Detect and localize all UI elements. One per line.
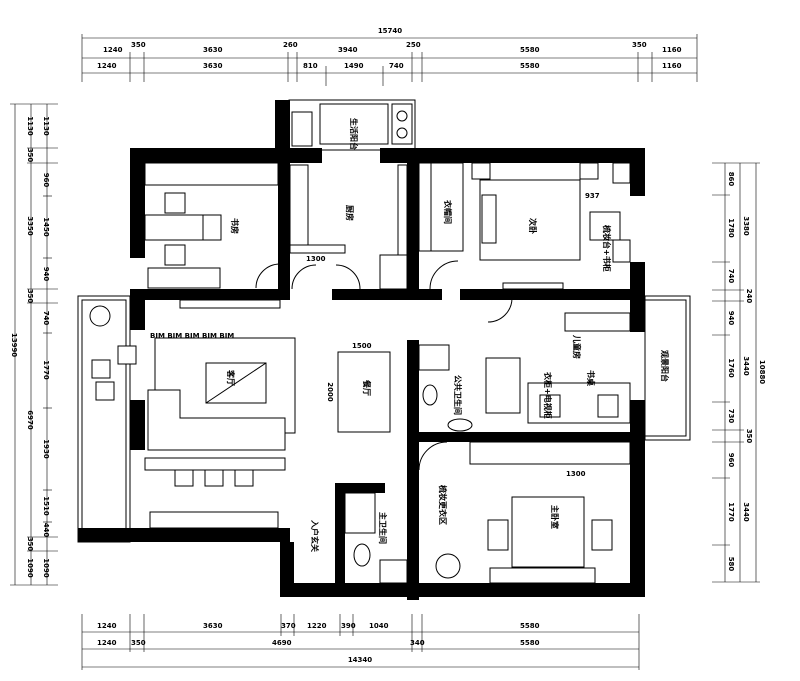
room-kitchen: 厨房: [345, 205, 355, 221]
bed-dim: 937: [585, 192, 600, 200]
dim-label: 1450: [42, 217, 50, 237]
dim-label: 1780: [727, 218, 735, 238]
walls: [78, 100, 645, 600]
dim-label: 3630: [203, 622, 223, 630]
room-service-balcony: 生活阳台: [349, 118, 359, 150]
master-dim: 1300: [566, 470, 586, 478]
dim-label: 960: [727, 453, 735, 468]
dim-label: 1770: [727, 502, 735, 522]
dim-label: 370: [281, 622, 296, 630]
master-note: 衣柜+电视柜: [543, 372, 553, 419]
dim-label: 1160: [662, 62, 682, 70]
room-living: 客厅: [226, 369, 236, 386]
dim-label: 1090: [42, 558, 50, 578]
room-public-bath: 公共卫生间: [453, 375, 463, 415]
dim-label: 1760: [727, 358, 735, 378]
kitchen-door-dim: 1300: [306, 255, 326, 263]
dim-label: 5580: [520, 622, 540, 630]
dim-label: 960: [42, 173, 50, 188]
dim-label: 350: [26, 537, 34, 552]
left-dimensions: 13990 1130 350 3350 350 6970 350 1090 11…: [10, 103, 58, 586]
room-cloakroom: 衣帽间: [443, 200, 453, 224]
dim-label: 240: [745, 289, 753, 304]
dim-label: 350: [632, 41, 647, 49]
dim-label: 1240: [103, 46, 123, 54]
dim-label: 1240: [97, 62, 117, 70]
dim-label: 1130: [42, 116, 50, 136]
right-dimensions: 860 1780 740 940 1760 730 960 1770 580 3…: [712, 162, 766, 583]
dim-label: 3630: [203, 62, 223, 70]
second-bedroom-note: 梳妆台+书柜: [602, 224, 612, 272]
dim-label: 3440: [742, 356, 750, 376]
dim-label: 940: [727, 311, 735, 326]
dim-label: 350: [26, 148, 34, 163]
room-scenic-balcony: 观景阳台: [660, 350, 670, 382]
dim-label: 350: [131, 41, 146, 49]
dim-label: 390: [341, 622, 356, 630]
dim-label: 3380: [742, 216, 750, 236]
room-master-bath: 主卫生间: [378, 512, 388, 544]
dim-label: 1770: [42, 360, 50, 380]
dim-label: 940: [42, 267, 50, 282]
dim-label: 1040: [369, 622, 389, 630]
room-entry: 入户玄关: [310, 519, 320, 552]
dim-label: 730: [727, 409, 735, 424]
dim-label: 6970: [26, 410, 34, 430]
dim-label: 740: [727, 269, 735, 284]
top-dimensions: 15740 1240 350 3630 260 3940 250 5580 35…: [81, 27, 698, 86]
room-dressing: 梳妆更衣区: [438, 484, 448, 525]
dim-label: 810: [303, 62, 318, 70]
dim-label: 1090: [26, 558, 34, 578]
dim-label: 1930: [42, 439, 50, 459]
bottom-dimensions: 1240 3630 370 1220 390 1040 5580 1240 35…: [81, 614, 640, 670]
room-study: 书房: [230, 218, 240, 234]
dim-label: 4690: [272, 639, 292, 647]
third-bedroom-note: 书桌: [586, 370, 596, 387]
dim-label: 3350: [26, 216, 34, 236]
dim-left-total: 13990: [10, 333, 18, 357]
dim-label: 5580: [520, 46, 540, 54]
table-width-dim: 1500: [352, 342, 372, 350]
room-dining: 餐厅: [362, 379, 372, 396]
dim-label: 350: [745, 429, 753, 444]
dim-label: 740: [389, 62, 404, 70]
furniture: 1300 937 BIM BIM BIM BIM BIM 1500: [89, 103, 631, 584]
room-third-bedroom: 儿童房: [572, 334, 582, 359]
dim-label: 3440: [742, 502, 750, 522]
room-labels: 书房 生活阳台 厨房 衣帽间 次卧 梳妆台+书柜 客厅 餐厅 公共卫生间 儿童房…: [226, 118, 670, 552]
room-second-bedroom: 次卧: [528, 218, 538, 234]
dim-label: 740: [42, 311, 50, 326]
dim-label: 350: [26, 289, 34, 304]
table-depth-dim: 2000: [326, 382, 334, 402]
dim-label: 5580: [520, 639, 540, 647]
dim-label: 1240: [97, 639, 117, 647]
dim-label: 1240: [97, 622, 117, 630]
dim-right-total: 10880: [758, 360, 766, 384]
dim-label: 1130: [26, 116, 34, 136]
dim-label: 440: [42, 523, 50, 538]
dim-label: 260: [283, 41, 298, 49]
dim-label: 3940: [338, 46, 358, 54]
room-master-bedroom: 主卧室: [550, 505, 560, 529]
dim-label: 1490: [344, 62, 364, 70]
dim-bottom-total: 14340: [348, 656, 372, 664]
dim-label: 3630: [203, 46, 223, 54]
dim-label: 5580: [520, 62, 540, 70]
dim-label: 580: [727, 557, 735, 572]
dim-label: 1220: [307, 622, 327, 630]
dim-label: 350: [131, 639, 146, 647]
dim-label: 340: [410, 639, 425, 647]
dim-top-total: 15740: [378, 27, 402, 35]
dim-label: 1510: [42, 496, 50, 516]
dim-label: 860: [727, 172, 735, 187]
dim-label: 1160: [662, 46, 682, 54]
dim-label: 250: [406, 41, 421, 49]
tv-wall-note: BIM BIM BIM BIM BIM: [150, 332, 234, 340]
